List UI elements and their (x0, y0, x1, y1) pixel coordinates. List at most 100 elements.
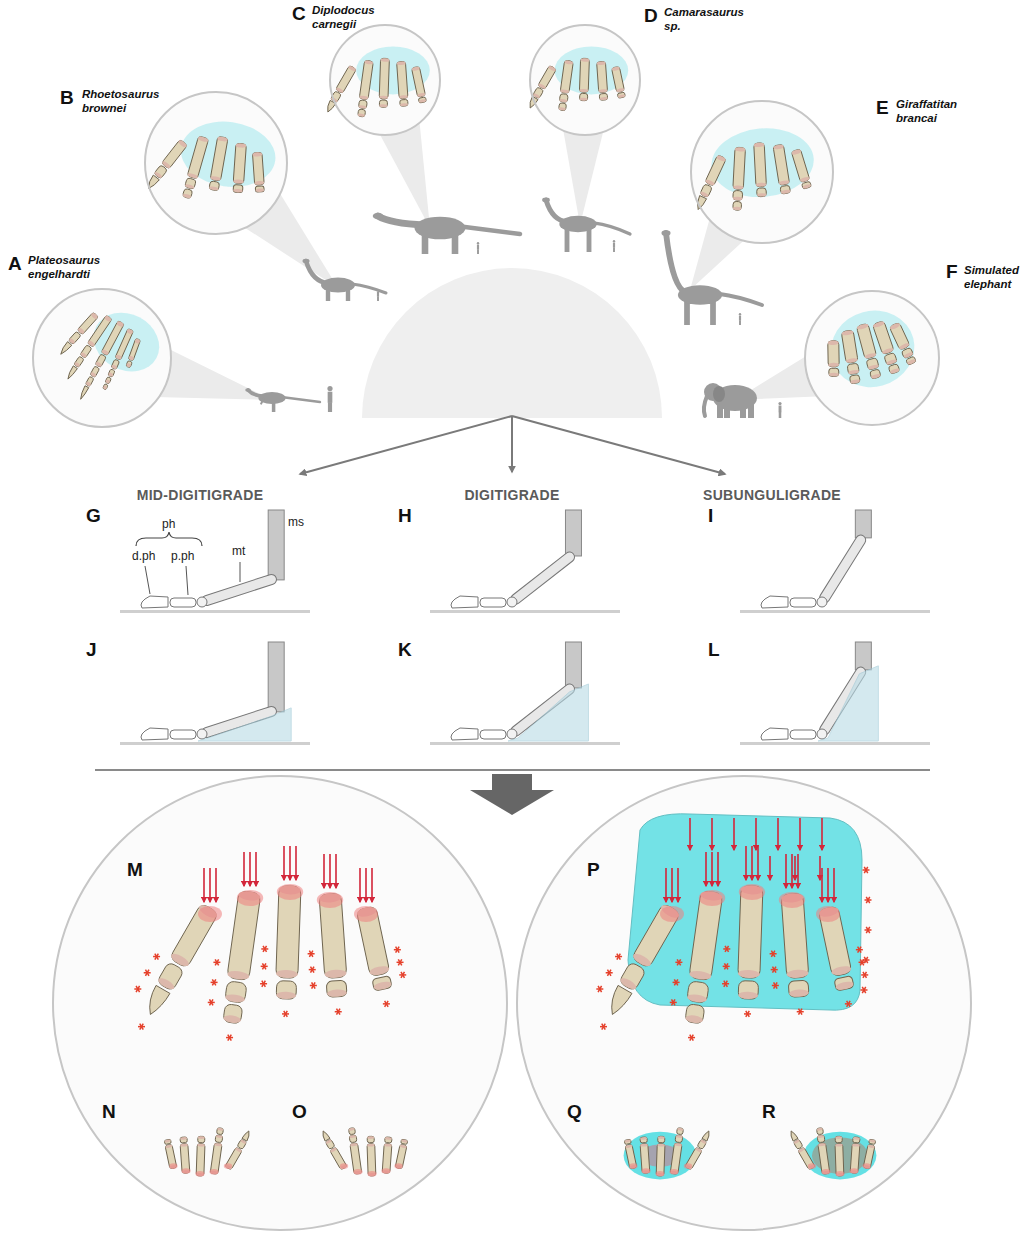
illustration-rect (477, 249, 479, 254)
bone (538, 65, 557, 89)
joint-cartilage (90, 312, 98, 320)
contact-asterisk (863, 867, 870, 873)
illustration-line (798, 1009, 802, 1015)
bone (215, 1135, 223, 1143)
joint-cartilage (616, 88, 624, 93)
pressure-glow (779, 892, 805, 908)
illustration-g (180, 1137, 190, 1174)
illustration-line (866, 897, 870, 903)
bone (835, 1144, 844, 1176)
contact-asterisk (394, 947, 401, 953)
joint-cartilage (754, 143, 765, 148)
pressure-glow (224, 1163, 232, 1169)
locomotion-heading: MID-DIGITIGRADE (137, 488, 264, 503)
bone (640, 1144, 650, 1174)
manus-skeleton (815, 301, 923, 398)
illustration-circle (507, 729, 517, 739)
load-arrow (757, 846, 759, 880)
load-arrow (827, 868, 829, 902)
joint-cartilage (828, 340, 839, 345)
panel-letter: C (292, 4, 306, 23)
illustration-line (617, 954, 621, 960)
illustration-ellipse (713, 386, 725, 402)
panel-circle-fill (530, 25, 640, 135)
bone (559, 94, 568, 103)
manus-skeleton (324, 46, 430, 117)
illustration-line (672, 999, 676, 1005)
illustration-circle (477, 242, 479, 244)
panel-circle-fill (805, 291, 939, 425)
illustration-line (385, 1001, 389, 1007)
bone (675, 1135, 683, 1143)
illustration-line (284, 1011, 288, 1017)
joint-cartilage (401, 1139, 408, 1143)
illustration-rect (509, 550, 577, 606)
illustration-path (451, 728, 478, 740)
illustration-circle (197, 729, 207, 739)
pressure-glow (669, 1169, 678, 1175)
down-arrow (470, 774, 554, 815)
joint-cartilage (835, 1136, 842, 1139)
illustration-line (312, 982, 316, 988)
human-scale-figure (327, 386, 332, 412)
illustration-line (212, 979, 216, 985)
illustration-line (228, 1035, 232, 1041)
load-arrow (329, 854, 331, 888)
soft-tissue-pad (624, 1132, 697, 1180)
panel-circle: DCamarasaurus sp. (529, 24, 641, 136)
illustration-path (593, 223, 630, 234)
bone (128, 338, 140, 360)
human-scale-figure (778, 402, 781, 418)
load-arrow (717, 852, 719, 886)
joint-cartilage (735, 147, 746, 152)
bone (853, 1137, 860, 1143)
semicircle-ground (362, 268, 662, 418)
illustration-ellipse (303, 259, 310, 263)
bone (619, 962, 647, 992)
illustration-path (761, 728, 788, 740)
bone (869, 1139, 876, 1144)
pressure-glow (660, 906, 684, 922)
illustration-line (309, 951, 313, 957)
foot-posture-diagram (740, 510, 930, 613)
illustration-g (889, 322, 917, 366)
panel-circle-fill (53, 776, 507, 1230)
contact-asterisk (211, 979, 218, 985)
joint-cartilage (197, 1144, 205, 1147)
load-arrow (785, 854, 787, 888)
joint-cartilage (116, 320, 124, 327)
manus-skeleton (788, 1128, 877, 1180)
illustration-line (724, 981, 728, 987)
joint-cartilage (209, 186, 219, 191)
bone (90, 366, 100, 377)
illustration-line (212, 979, 216, 985)
illustration-line (725, 946, 729, 952)
panel-circle: APlateosaurus engelhardti (32, 288, 172, 428)
joint-cartilage (384, 1144, 392, 1147)
illustration-ellipse (559, 216, 596, 233)
foot-posture-diagram (740, 642, 930, 745)
joint-cartilage (889, 322, 901, 331)
panel-circle-fill (691, 101, 833, 243)
panel-letter: I (708, 506, 713, 525)
joint-cartilage (685, 1014, 703, 1024)
bone (326, 980, 347, 997)
illustration-circle (507, 597, 517, 607)
panel-circle: MNO (52, 775, 508, 1231)
illustration-rect (790, 598, 816, 607)
bone (702, 1130, 712, 1141)
species-name: Plateosaurus engelhardti (28, 254, 112, 282)
contact-asterisk (397, 959, 404, 965)
human-scale-figure (377, 289, 379, 301)
illustration-ellipse (415, 217, 466, 240)
load-arrow (711, 818, 713, 850)
pressure-glow (835, 1171, 844, 1177)
leader-lines (136, 532, 240, 595)
pressure-glow (808, 1163, 816, 1169)
joint-cartilage (756, 183, 767, 187)
joint-cartilage (689, 970, 712, 981)
contact-asterisk (261, 946, 268, 952)
bone (395, 1144, 407, 1169)
bone (68, 331, 81, 344)
load-arrow (733, 818, 735, 850)
